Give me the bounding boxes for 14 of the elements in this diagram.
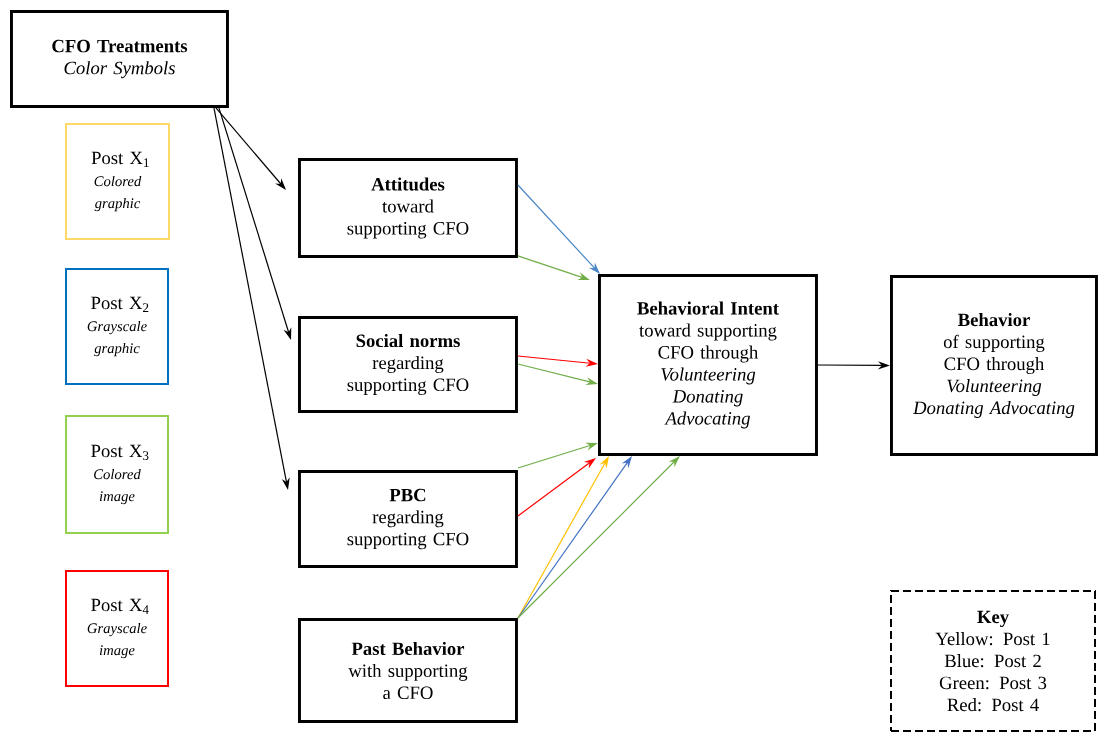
treatment-box: Post X$_{2}$ Grayscale graphic: [65, 268, 169, 385]
process-box: Behavior of supporting CFO through Volunteering Donating Advocating: [890, 275, 1098, 456]
process-box: CFO Treatments Color Symbols: [10, 10, 229, 108]
process-box: Attitudes toward supporting CFO: [298, 158, 518, 258]
arrow: [215, 107, 286, 190]
process-box: Past Behavior with supporting a CFO: [298, 618, 518, 723]
treatment-box: Post X$_{1}$ Colored graphic: [65, 123, 170, 240]
process-box: Behavioral Intent toward supporting CFO through Volunteering Donating Advocating: [598, 274, 818, 456]
arrow: [517, 184, 600, 274]
process-box: PBC regarding supporting CFO: [298, 470, 518, 568]
treatment-box: Post X$_{3}$ Colored image: [65, 415, 169, 534]
process-box: Social norms regarding supporting CFO: [298, 316, 518, 413]
key-box: Key Yellow: Post 1 Blue: Post 2 Green: Post 3 Red: Post 4: [890, 590, 1096, 732]
treatment-box: Post X$_{4}$ Grayscale image: [65, 570, 169, 687]
